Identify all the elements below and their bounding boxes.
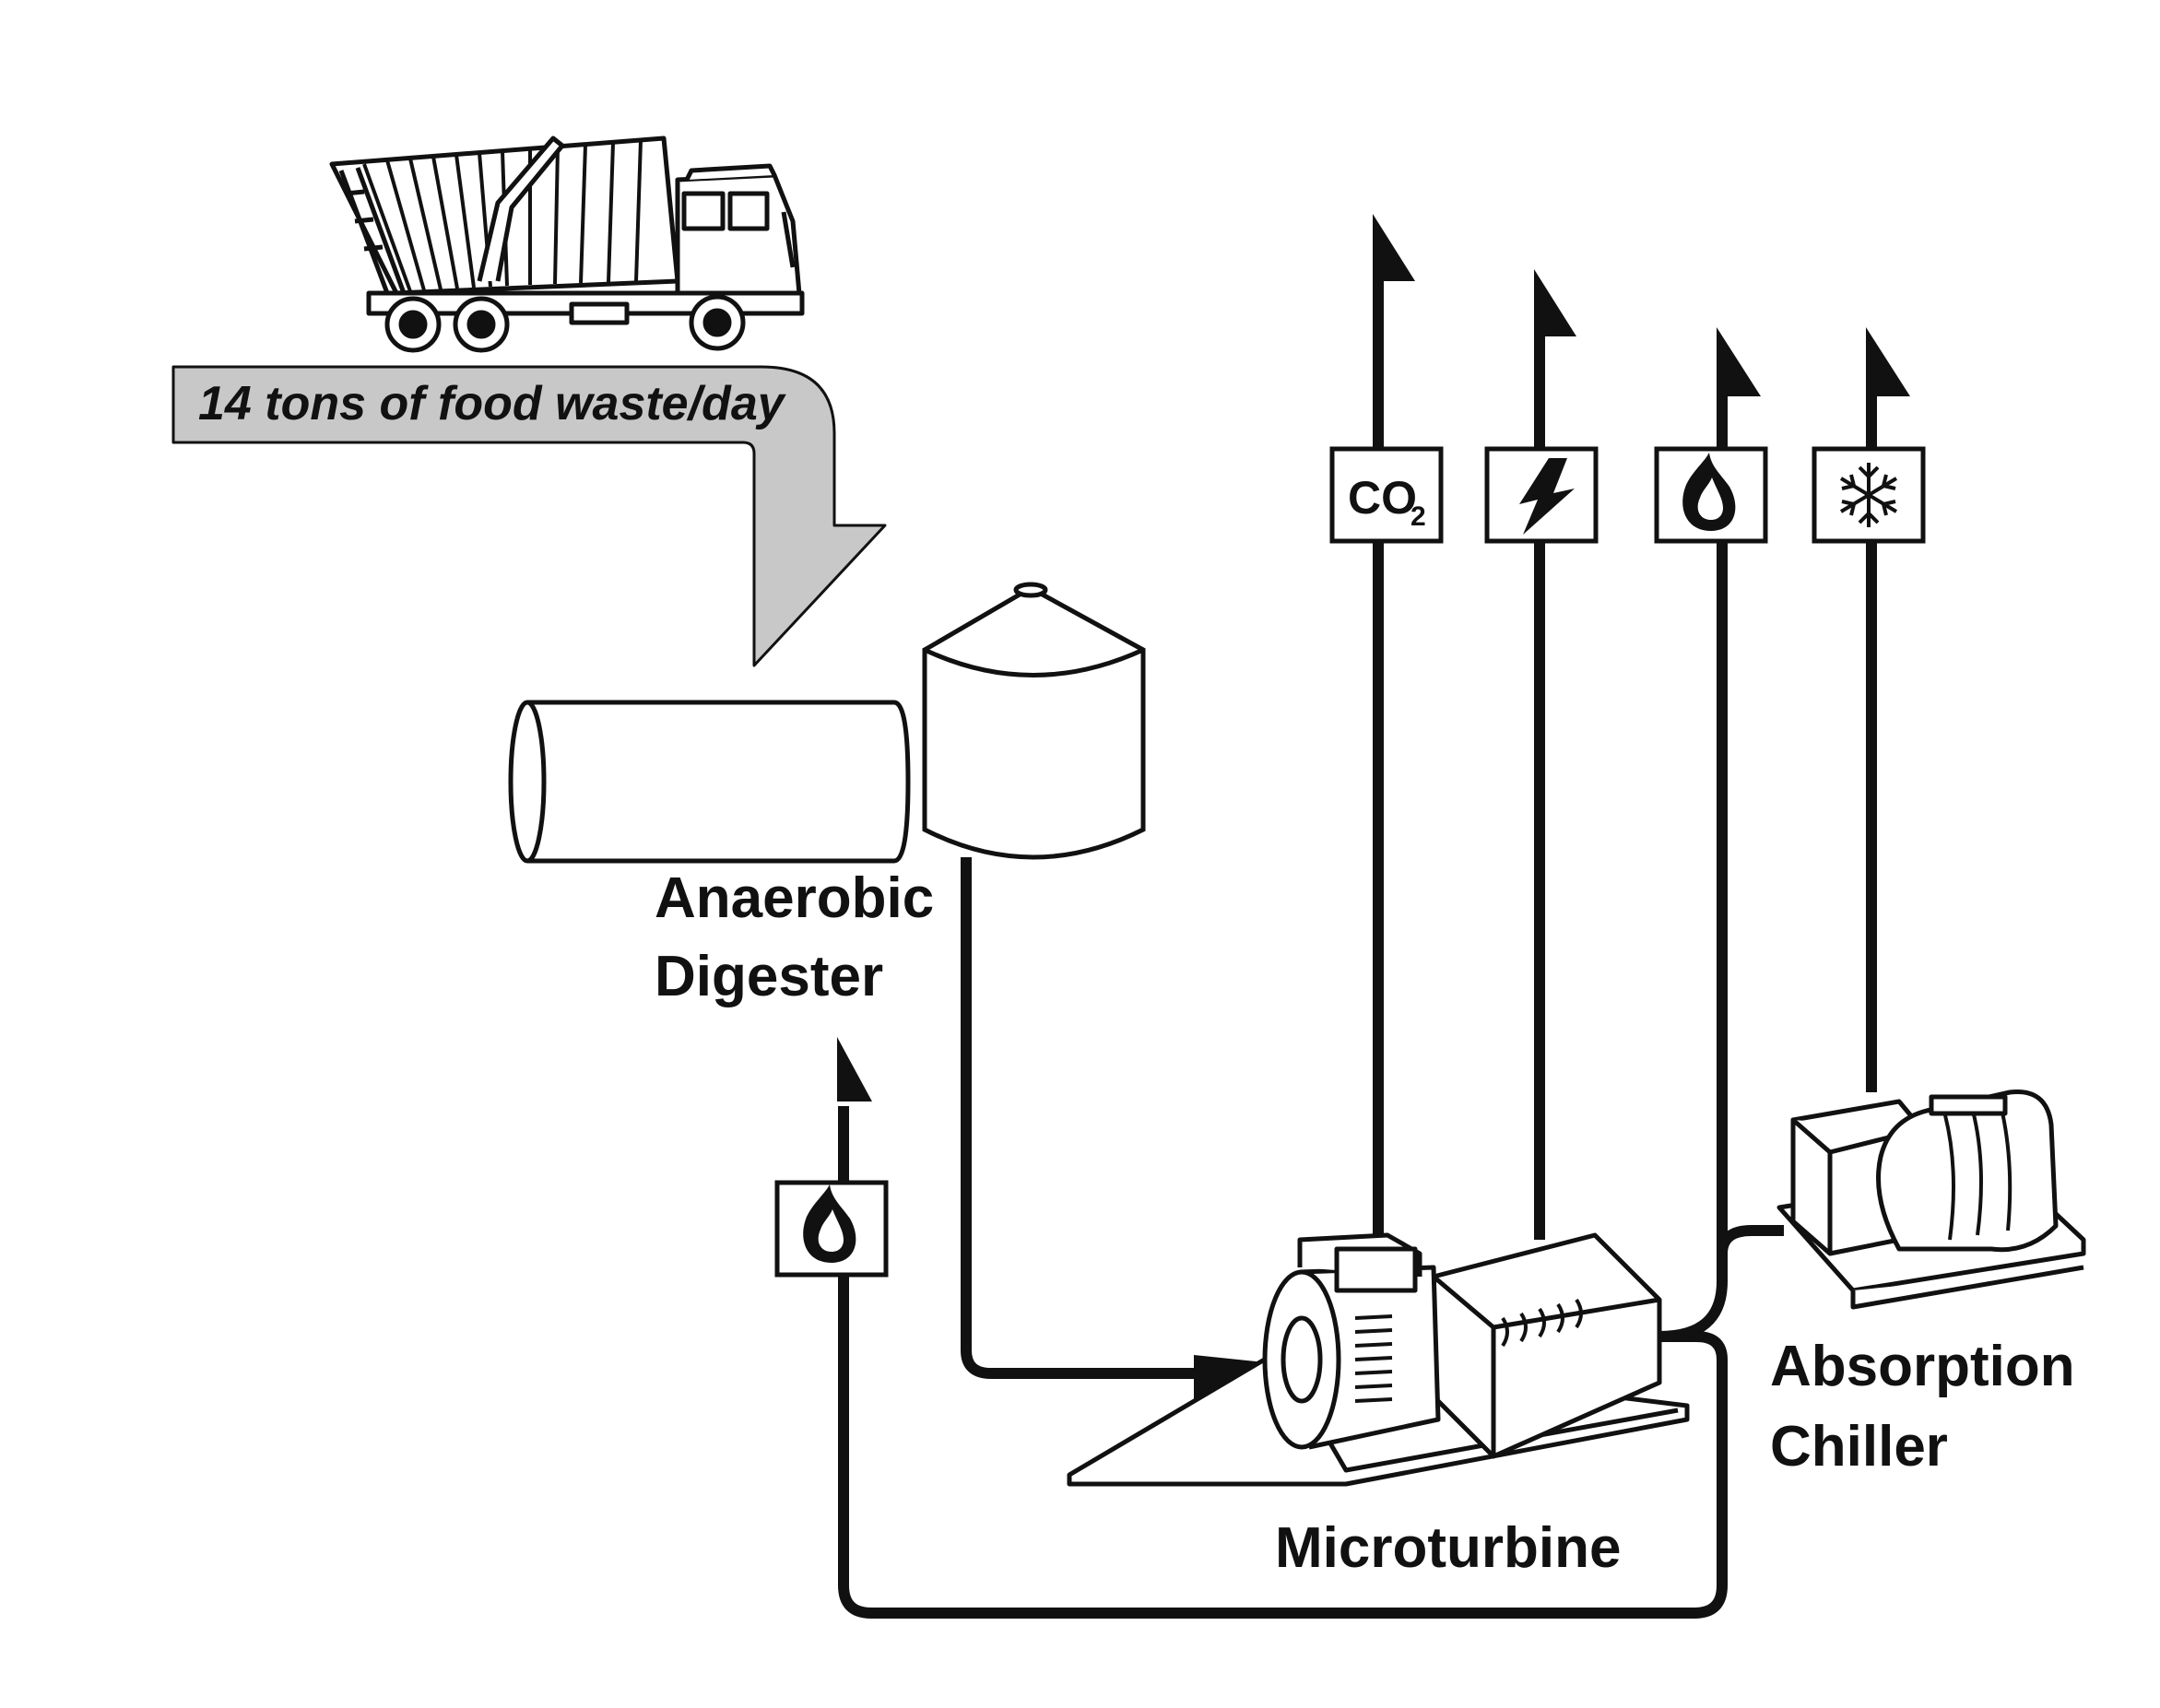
digester-label-line2: Digester [655,945,883,1008]
food-waste-label: 14 tons of food waste/day [198,377,787,430]
food-waste-flow-arrow: 14 tons of food waste/day [171,365,887,667]
co2-icon: CO 2 [1329,446,1444,544]
heat-return-arrowhead [837,1037,872,1101]
co2-text: CO [1348,472,1417,524]
heat-return-loop [838,1106,1728,1619]
truck-icon [329,135,805,353]
heat-arrowhead [1717,327,1761,396]
lightning-icon [1484,446,1599,544]
chiller-label-line2: Chiller [1770,1415,1948,1478]
flame-icon [1654,446,1768,544]
microturbine-label: Microturbine [1275,1516,1621,1580]
digester-label-line1: Anaerobic [655,866,934,930]
anaerobic-digester [508,582,1146,864]
cooling-arrowhead [1866,327,1910,396]
chiller-label-line1: Absorption [1770,1335,2075,1398]
absorption-chiller [1776,1089,2086,1310]
snowflake-icon [1812,446,1926,544]
flame-icon-return [774,1180,889,1278]
electricity-arrowhead [1534,269,1576,336]
biogas-pipe [961,857,1198,1379]
co2-arrowhead [1373,214,1415,281]
microturbine [1067,1232,1690,1487]
co2-subscript: 2 [1410,501,1426,532]
